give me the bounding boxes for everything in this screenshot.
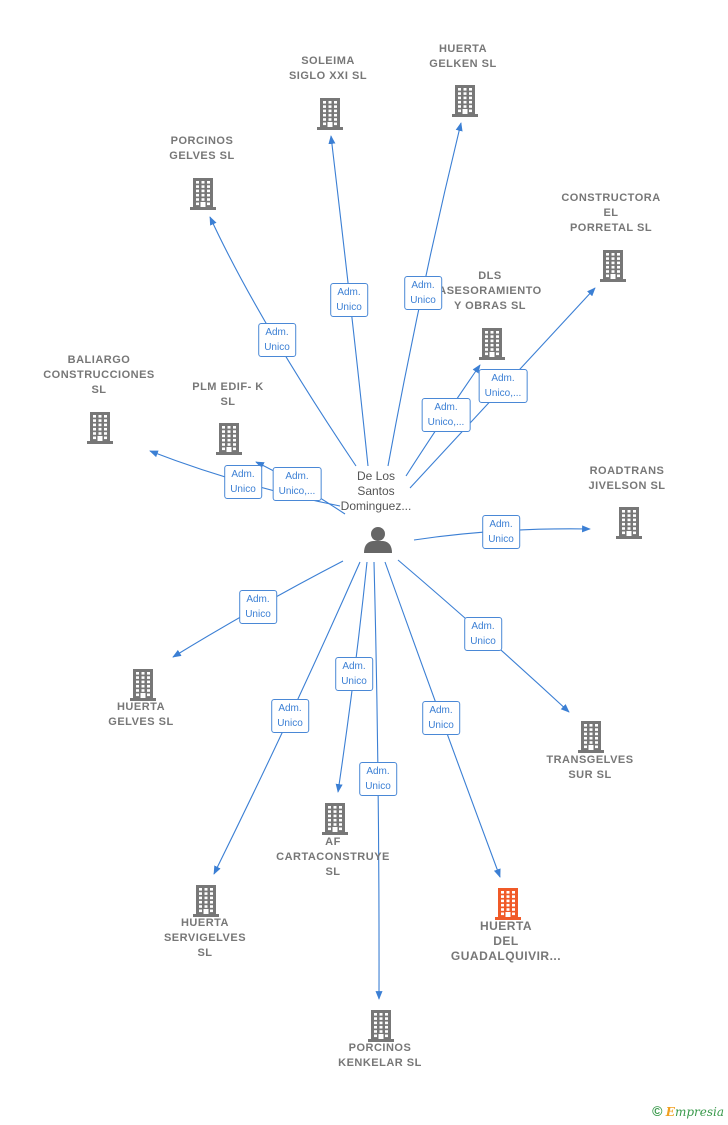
edge-label-constructora-porretal: Adm.Unico,... — [478, 369, 528, 403]
edge-label-huerta-servigelves: Adm.Unico — [271, 699, 309, 733]
building-icon — [616, 507, 642, 539]
building-icon — [193, 885, 219, 917]
edge-label-transgelves: Adm.Unico — [464, 617, 502, 651]
building-icon — [600, 250, 626, 282]
building-icon — [368, 1010, 394, 1042]
edge-label-baliargo: Adm.Unico — [224, 465, 262, 499]
edge-label-af-cartaconstruye: Adm.Unico — [335, 657, 373, 691]
building-icon — [322, 803, 348, 835]
building-icon — [130, 669, 156, 701]
building-icon — [87, 412, 113, 444]
person-icon — [364, 527, 392, 553]
edge-label-huerta-guadalquivir: Adm.Unico — [422, 701, 460, 735]
building-icon — [216, 423, 242, 455]
edge-label-huerta-gelken: Adm.Unico — [404, 276, 442, 310]
building-icon — [452, 85, 478, 117]
building-icon — [479, 328, 505, 360]
building-icon — [495, 888, 521, 920]
building-icon — [317, 98, 343, 130]
edge-label-roadtrans: Adm.Unico — [482, 515, 520, 549]
edge-label-porcinos-kenkelar: Adm.Unico — [359, 762, 397, 796]
edge-label-porcinos-gelves: Adm.Unico — [258, 323, 296, 357]
building-icon — [578, 721, 604, 753]
brand-logo: © Empresia — [652, 1103, 724, 1119]
building-icon — [190, 178, 216, 210]
edge-label-huerta-gelves: Adm.Unico — [239, 590, 277, 624]
copyright-symbol: © — [652, 1103, 663, 1119]
edge-soleima — [328, 135, 369, 467]
edge-label-plm-edif: Adm.Unico,... — [272, 467, 322, 501]
edge-label-dls-asesoramiento: Adm.Unico,... — [421, 398, 471, 432]
edge-label-soleima: Adm.Unico — [330, 283, 368, 317]
